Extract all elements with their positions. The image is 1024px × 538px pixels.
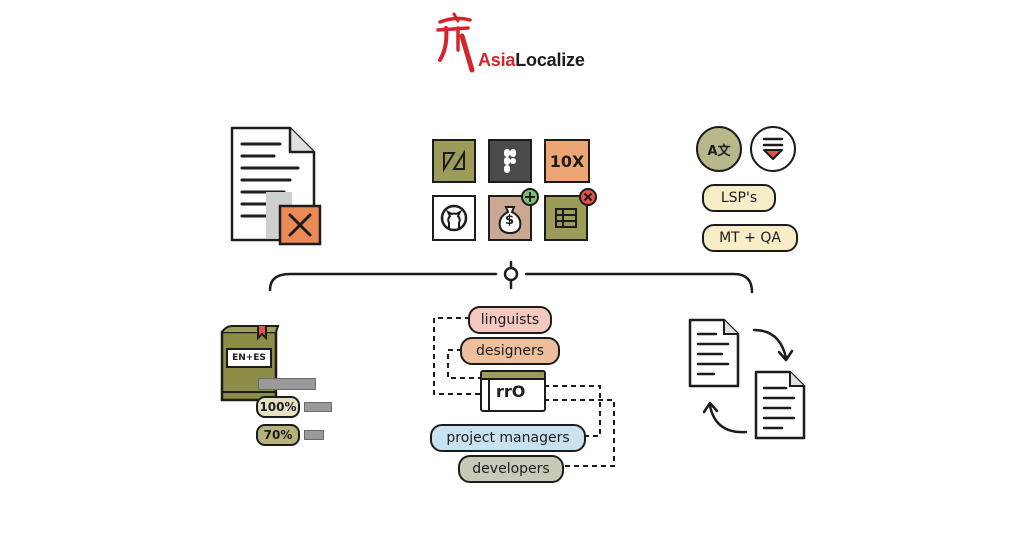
match-high-pill: 100% [256,396,300,418]
source-document-icon [688,318,740,388]
window-titlebar [482,372,544,380]
tenx-tile: 10X [544,139,590,183]
document-with-error [228,124,328,249]
tools-grid: 10X $ [432,139,602,243]
match-high-bar [304,402,332,412]
developers-label: developers [472,461,550,477]
arrow-back-icon [702,401,748,434]
tm-bar [258,378,316,390]
platform-logo: rrO [496,382,526,401]
designers-pill: designers [460,337,560,365]
book-label: EN+ES [226,348,272,368]
logo-localize: Localize [515,50,585,70]
tenx-label: 10X [549,151,585,171]
match-low-bar [304,430,324,440]
translate-icon: A文 [707,143,731,159]
figma-icon [504,149,516,173]
money-bag-icon [498,206,522,235]
github-tile [432,195,476,241]
developers-pill: developers [458,455,564,483]
window-sidebar [482,380,490,410]
quality-check-icon [762,137,784,160]
logo-asia: Asia [478,50,516,70]
figma-tile [488,139,532,183]
match-low-label: 70% [263,428,293,442]
zendesk-icon [443,149,465,173]
logo-wordmark: AsiaLocalize [478,50,585,71]
designers-label: designers [475,343,545,359]
logo: AsiaLocalize [436,12,606,74]
mtqa-label: MT + QA [719,230,781,246]
lsp-tools: A文 LSP's MT + QA [696,126,806,254]
match-high-label: 100% [259,400,297,414]
mtqa-pill: MT + QA [702,224,798,252]
lsp-pill: LSP's [702,184,776,212]
translate-circle: A文 [696,126,742,172]
match-low-pill: 70% [256,424,300,446]
plus-icon [521,188,539,206]
lsp-label: LSP's [720,190,758,206]
table-icon [555,208,577,228]
logo-mark-icon [436,12,475,73]
project-managers-label: project managers [446,430,570,446]
remove-icon [579,188,597,206]
review-circle [750,126,796,172]
document-sync [686,316,816,446]
book-language-pair: EN+ES [232,353,266,363]
money-symbol: $ [505,213,515,228]
zendesk-tile [432,139,476,183]
spreadsheet-tile [544,195,588,241]
arrow-forward-icon [752,328,794,362]
linguists-pill: linguists [468,306,552,334]
github-icon [440,204,468,232]
project-managers-pill: project managers [430,424,586,452]
linguists-label: linguists [480,312,540,328]
close-icon [278,204,322,246]
platform-window: rrO [480,370,546,412]
target-document-icon [754,370,806,440]
translation-memory: EN+ES 100% 70% [212,322,342,452]
